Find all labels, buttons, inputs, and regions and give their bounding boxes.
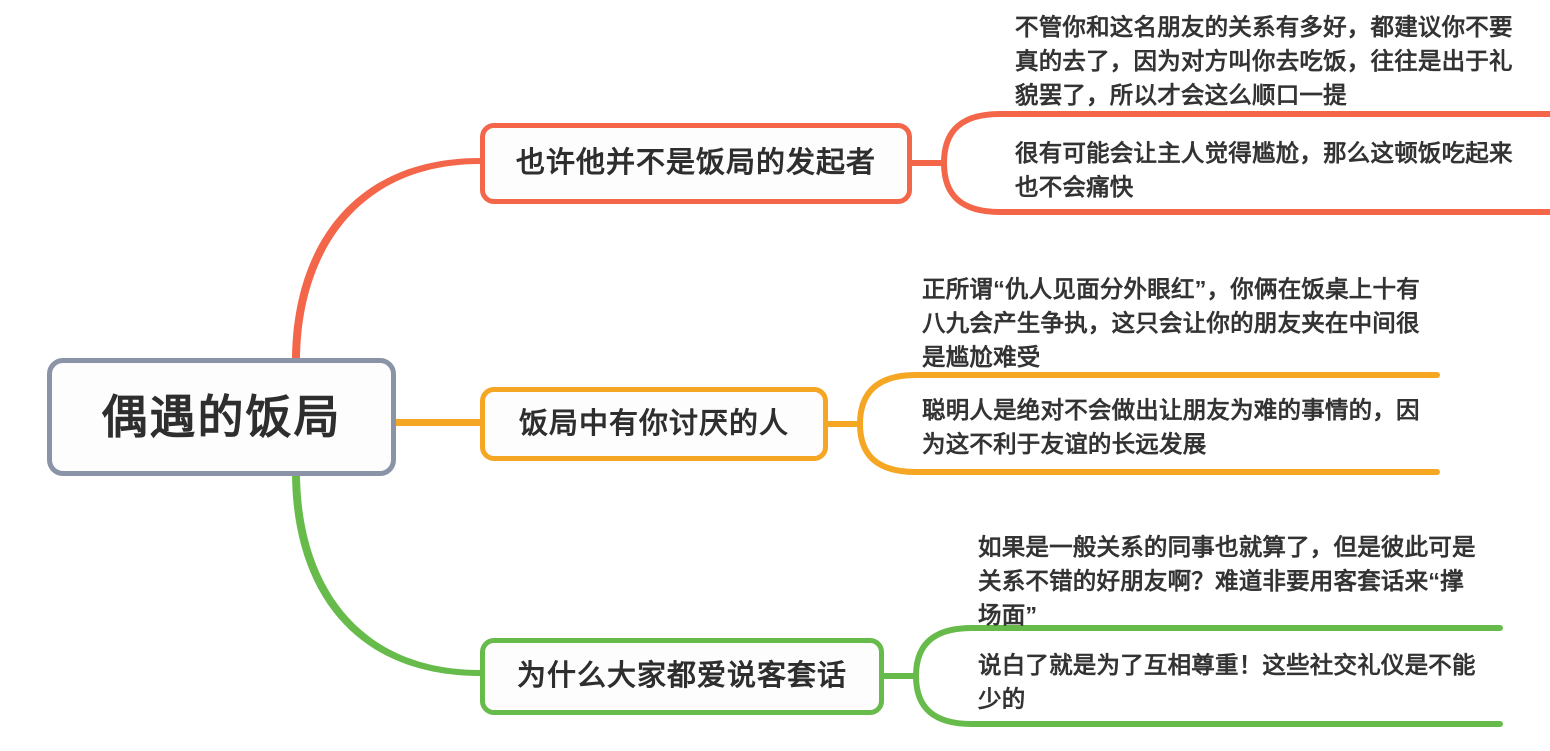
root-node[interactable]: 偶遇的饭局 — [47, 358, 396, 476]
leaf-node-1-2[interactable]: 很有可能会让主人觉得尴尬，那么这顿饭吃起来 也不会痛快 — [1015, 136, 1525, 204]
leaf-node-1-1[interactable]: 不管你和这名朋友的关系有多好，都建议你不要 真的去了，因为对方叫你去吃饭，往往是… — [1015, 10, 1525, 112]
leaf-node-2-2-text: 聪明人是绝对不会做出让朋友为难的事情的，因 为这不利于友谊的长远发展 — [922, 397, 1420, 458]
branch-node-3-label: 为什么大家都爱说客套话 — [516, 660, 847, 692]
root-node-label: 偶遇的饭局 — [101, 391, 342, 443]
root-to-branch-1-connector — [292, 158, 480, 362]
leaf-node-1-1-text: 不管你和这名朋友的关系有多好，都建议你不要 真的去了，因为对方叫你去吃饭，往往是… — [1015, 14, 1513, 109]
leaf-node-3-1[interactable]: 如果是一般关系的同事也就算了，但是彼此可是 关系不错的好朋友啊？难道非要用客套话… — [978, 530, 1498, 632]
branch-node-3[interactable]: 为什么大家都爱说客套话 — [480, 638, 884, 715]
branch-node-2-label: 饭局中有你讨厌的人 — [518, 407, 789, 440]
root-to-branch-2-connector — [392, 419, 484, 426]
leaf-node-1-2-text: 很有可能会让主人觉得尴尬，那么这顿饭吃起来 也不会痛快 — [1015, 140, 1513, 201]
leaf-node-2-2[interactable]: 聪明人是绝对不会做出让朋友为难的事情的，因 为这不利于友谊的长远发展 — [922, 393, 1438, 461]
leaf-node-2-1[interactable]: 正所谓“仇人见面分外眼红”，你俩在饭桌上十有 八九会产生争执，这只会让你的朋友夹… — [922, 272, 1438, 374]
branch-node-1[interactable]: 也许他并不是饭局的发起者 — [480, 123, 912, 204]
branch-node-1-label: 也许他并不是饭局的发起者 — [515, 147, 876, 179]
root-to-branch-3-connector — [292, 472, 480, 676]
leaf-node-3-2[interactable]: 说白了就是为了互相尊重！这些社交礼仪是不能 少的 — [978, 648, 1498, 716]
branch-node-2[interactable]: 饭局中有你讨厌的人 — [480, 387, 828, 461]
leaf-node-2-1-text: 正所谓“仇人见面分外眼红”，你俩在饭桌上十有 八九会产生争执，这只会让你的朋友夹… — [922, 276, 1420, 371]
leaf-node-3-1-text: 如果是一般关系的同事也就算了，但是彼此可是 关系不错的好朋友啊？难道非要用客套话… — [978, 534, 1476, 629]
leaf-node-3-2-text: 说白了就是为了互相尊重！这些社交礼仪是不能 少的 — [978, 652, 1476, 713]
